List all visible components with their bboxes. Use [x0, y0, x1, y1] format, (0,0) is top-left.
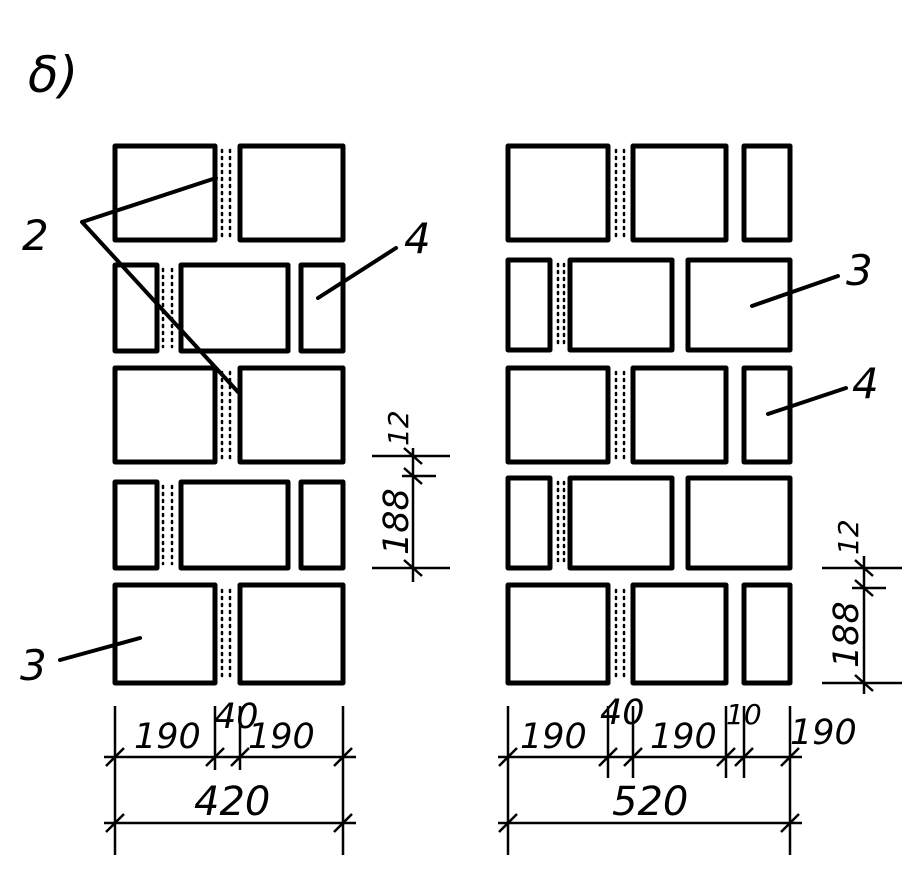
- left-wall: [112, 143, 346, 686]
- block: [298, 479, 346, 571]
- callout-4-right: 4: [852, 359, 879, 408]
- block: [685, 475, 793, 571]
- left-height-dimension: 12 188: [372, 410, 450, 582]
- block: [505, 475, 553, 571]
- block: [630, 143, 729, 243]
- callout-4-left: 4: [404, 214, 431, 263]
- block: [505, 365, 611, 465]
- dim-188-left: 188: [377, 488, 417, 555]
- dim-total-520: 520: [612, 779, 688, 825]
- block: [741, 365, 793, 465]
- dim-190: 190: [650, 717, 717, 757]
- right-wall: [505, 143, 793, 686]
- block: [630, 365, 729, 465]
- block: [237, 365, 346, 465]
- dim-40: 40: [214, 697, 259, 737]
- dim-190: 190: [790, 713, 857, 753]
- leader-3-right: [750, 274, 840, 308]
- block: [112, 479, 160, 571]
- block: [505, 257, 553, 353]
- dim-12-left: 12: [382, 410, 415, 446]
- left-width-dimensions: 190 40 190 420: [104, 697, 356, 855]
- dim-190: 190: [248, 717, 315, 757]
- block: [741, 143, 793, 243]
- block: [178, 479, 291, 571]
- dim-188-right: 188: [827, 601, 867, 668]
- right-width-dimensions: 190 40 190 10 190 520: [498, 693, 857, 855]
- block: [505, 143, 611, 243]
- leader-4-right: [766, 386, 848, 416]
- right-height-dimension: 12 188: [822, 519, 902, 694]
- dim-total-420: 420: [194, 779, 270, 825]
- mortar-fill: [161, 148, 232, 681]
- dim-12-right: 12: [832, 519, 865, 555]
- block: [112, 365, 218, 465]
- mortar-fill: [556, 148, 626, 681]
- leader-3-left: [58, 636, 142, 662]
- callout-3-left: 3: [20, 641, 47, 690]
- callout-3-right: 3: [846, 246, 873, 295]
- block: [112, 262, 160, 354]
- block: [505, 582, 611, 686]
- dim-190: 190: [520, 717, 587, 757]
- block: [112, 582, 218, 686]
- callout-2: 2: [22, 211, 49, 260]
- dim-190: 190: [134, 717, 201, 757]
- block: [237, 582, 346, 686]
- leader-2: [80, 176, 240, 394]
- dim-40: 40: [600, 693, 645, 733]
- block: [567, 475, 675, 571]
- leader-4-left: [316, 246, 398, 300]
- figure-label: δ): [28, 46, 78, 104]
- block: [237, 143, 346, 243]
- block: [685, 257, 793, 353]
- block: [741, 582, 793, 686]
- block: [298, 262, 346, 354]
- dim-10: 10: [726, 698, 762, 731]
- block: [630, 582, 729, 686]
- block: [112, 143, 218, 243]
- block: [567, 257, 675, 353]
- block: [178, 262, 291, 354]
